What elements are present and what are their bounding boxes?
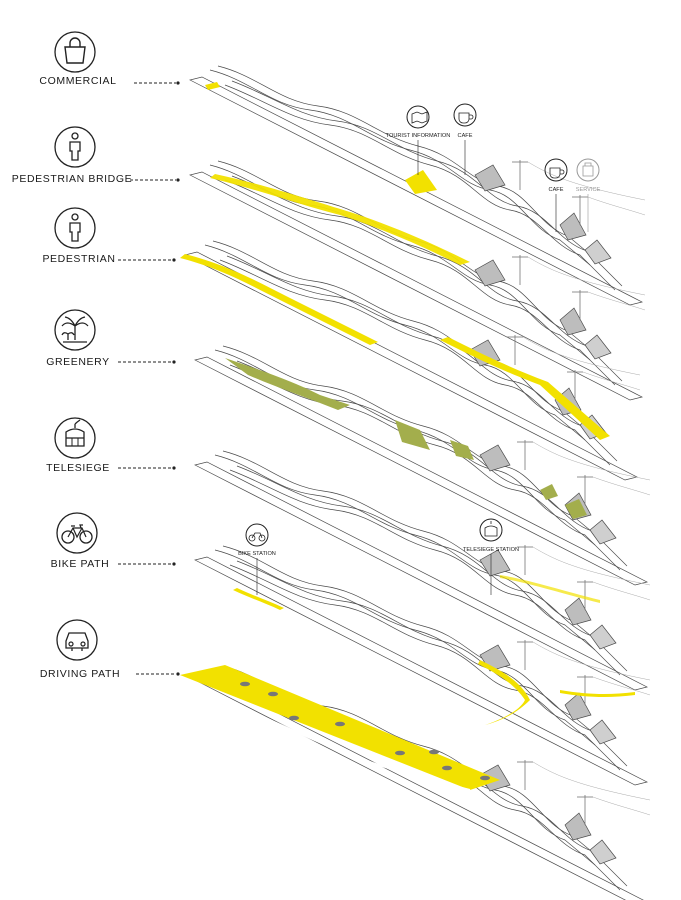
commercial-highlight xyxy=(205,82,220,90)
layer-label: GREENERY xyxy=(46,356,110,368)
annotation-label: CAFE xyxy=(458,133,473,139)
driving-path-structure xyxy=(180,665,651,900)
palm-tree-icon xyxy=(54,309,96,351)
layer-label: PEDESTRIAN BRIDGE xyxy=(12,173,132,185)
shopping-bag-icon xyxy=(54,31,96,73)
annotation-label: SERVICE xyxy=(576,187,601,193)
pedestrian-structure xyxy=(180,240,641,481)
gondola-icon xyxy=(54,417,96,459)
bike-highlight xyxy=(233,588,284,610)
annotation-label: TELESIEGE STATION xyxy=(463,547,519,553)
car-markers xyxy=(240,681,490,781)
greenery-highlight xyxy=(225,358,350,410)
bike-path-structure xyxy=(194,545,651,786)
layer-pedestrian-bridge: PEDESTRIAN BRIDGE xyxy=(12,126,180,185)
layer-label: DRIVING PATH xyxy=(40,668,120,680)
person-icon xyxy=(54,207,96,249)
bridge-highlight xyxy=(210,174,470,265)
layer-greenery: GREENERY xyxy=(46,309,176,368)
coffee-cup-icon xyxy=(458,112,474,124)
service-icon xyxy=(582,162,594,177)
telesiege-structure xyxy=(194,450,651,691)
telesiege-station-callout: TELESIEGE STATION xyxy=(463,518,519,595)
annotation-label: BIKE STATION xyxy=(238,551,276,557)
coffee-cup-icon xyxy=(549,167,565,179)
layer-label: COMMERCIAL xyxy=(39,75,116,87)
person-icon xyxy=(54,126,96,168)
tourist-information-callout: TOURIST INFORMATION xyxy=(386,105,451,175)
bicycle-icon xyxy=(56,512,98,554)
layer-telesiege: TELESIEGE xyxy=(46,417,176,474)
layer-label: BIKE PATH xyxy=(51,558,110,570)
layer-commercial: COMMERCIAL xyxy=(39,31,180,87)
gondola-icon xyxy=(484,521,498,537)
car-icon xyxy=(56,619,98,661)
commercial-structure xyxy=(189,65,646,306)
bike-station-callout: BIKE STATION xyxy=(238,523,276,595)
map-icon xyxy=(411,111,428,124)
cafe-callout-lower: CAFE xyxy=(544,158,568,232)
service-callout: SERVICE xyxy=(576,158,601,232)
layer-driving-path: DRIVING PATH xyxy=(40,619,180,680)
bicycle-icon xyxy=(251,532,263,539)
layer-label: TELESIEGE xyxy=(46,462,110,474)
layer-label: PEDESTRIAN xyxy=(42,253,115,265)
driving-highlight xyxy=(180,665,500,790)
annotation-label: CAFE xyxy=(549,187,564,193)
layer-pedestrian: PEDESTRIAN xyxy=(42,207,176,265)
layer-bike-path: BIKE PATH xyxy=(51,512,176,570)
greenery-structure xyxy=(194,345,651,586)
cafe-callout-upper: CAFE xyxy=(453,103,477,175)
pedestrian-highlight xyxy=(180,254,378,345)
pedestrian-bridge-structure xyxy=(189,160,646,401)
annotation-label: TOURIST INFORMATION xyxy=(386,133,451,139)
